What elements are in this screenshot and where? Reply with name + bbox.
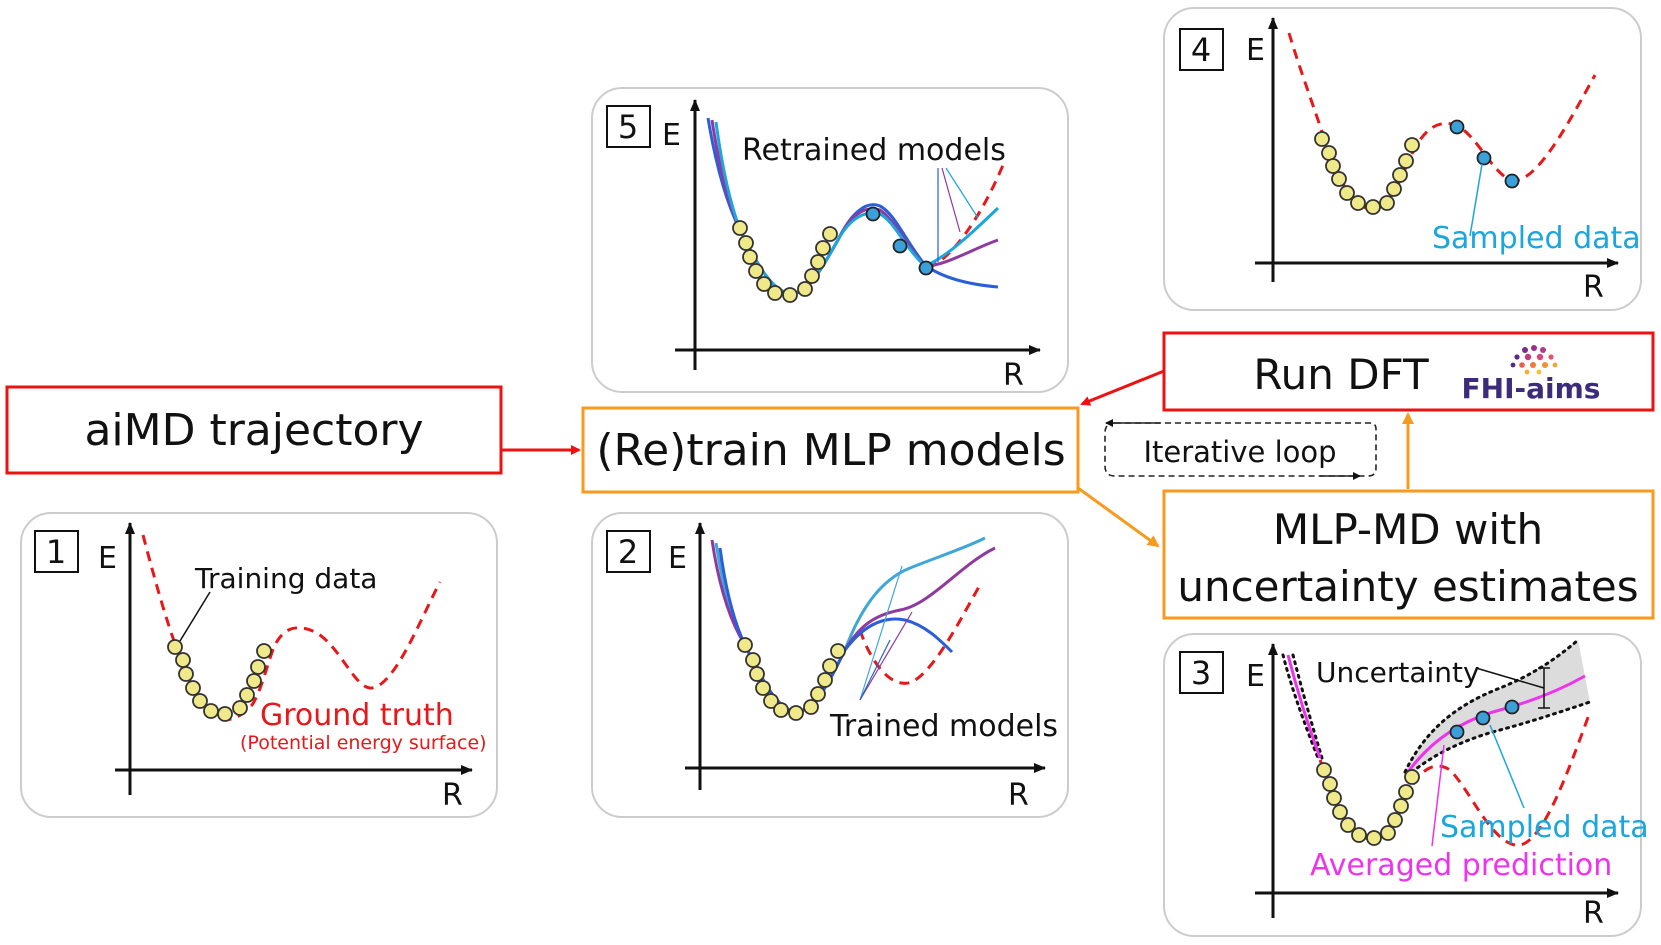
panel-2-axis-e: E xyxy=(668,541,687,576)
run-dft-label: Run DFT xyxy=(1253,350,1429,399)
panel-3-uncertainty-label: Uncertainty xyxy=(1316,656,1480,689)
panel-3-lower-bound xyxy=(1410,700,1592,774)
aimd-trajectory-box: aiMD trajectory xyxy=(5,385,503,475)
panel-3-axis-e: E xyxy=(1246,659,1265,694)
panel-2-pointer-2 xyxy=(859,611,913,701)
panel-4-training-beads xyxy=(1314,131,1420,215)
panel-4-axis-e: E xyxy=(1246,33,1265,68)
panel-4-sampled-beads xyxy=(1449,119,1520,189)
panel-2-training-beads xyxy=(737,637,846,721)
panel-1-truth-sublabel: (Potential energy surface) xyxy=(240,732,487,754)
panel-3-left-upper-bound xyxy=(1281,653,1320,760)
panel-2-pointer-1 xyxy=(859,565,903,701)
mlp-md-label-line1: MLP-MD with xyxy=(1273,505,1543,554)
panel-1-axis-r: R xyxy=(442,778,463,813)
panel-4-axis-r: R xyxy=(1583,270,1604,305)
iterative-loop-box: Iterative loop xyxy=(1104,419,1377,480)
arrow-dft-to-retrain xyxy=(1080,369,1165,406)
panel-5: 5 E R Retrained mo xyxy=(591,87,1069,393)
panel-2-number: 2 xyxy=(618,533,638,571)
panel-5-axis-r: R xyxy=(1003,358,1024,393)
panel-3-sampled-beads xyxy=(1449,699,1520,740)
panel-4-sampled-pointer xyxy=(1469,163,1483,237)
panel-2-pointer-3 xyxy=(859,639,891,701)
panel-1: 1 E R Training data Ground truth (Potent… xyxy=(20,512,498,818)
panel-2-models-label: Trained models xyxy=(829,709,1058,744)
panel-3-axis-r: R xyxy=(1583,896,1604,931)
aimd-trajectory-label: aiMD trajectory xyxy=(84,405,423,456)
panel-3-left-prediction xyxy=(1286,654,1322,759)
panel-3-upper-bound xyxy=(1403,638,1580,774)
arrow-retrain-to-mlp-md xyxy=(1077,486,1160,548)
panel-4-sampled-label: Sampled data xyxy=(1432,221,1641,256)
panel-3-averaged-label: Averaged prediction xyxy=(1310,848,1612,883)
panel-4-number: 4 xyxy=(1191,31,1211,69)
retrain-box: (Re)train MLP models xyxy=(581,406,1080,494)
panel-1-truth-label: Ground truth xyxy=(260,698,454,733)
panel-5-axis-e: E xyxy=(662,118,681,153)
panel-5-number: 5 xyxy=(618,108,638,146)
panel-3-averaged-pointer xyxy=(1431,744,1445,847)
panel-3-training-beads xyxy=(1316,762,1420,846)
panel-1-number: 1 xyxy=(46,533,66,571)
panel-5-sampled-beads xyxy=(865,206,934,276)
panel-2: 2 E R Trained models xyxy=(591,512,1069,818)
panel-3-number: 3 xyxy=(1191,654,1211,692)
run-dft-box: Run DFT xyxy=(1162,331,1655,412)
panel-1-axis-e: E xyxy=(98,541,117,576)
panel-5-pointer-3 xyxy=(945,167,979,219)
mlp-md-label-line2: uncertainty estimates xyxy=(1177,562,1638,611)
panel-3-sampled-pointer xyxy=(1489,724,1525,809)
fhi-aims-logo: FHI-aims xyxy=(1462,345,1601,405)
iterative-loop-label: Iterative loop xyxy=(1143,435,1336,469)
panel-1-training-label: Training data xyxy=(194,562,377,595)
panel-5-pointer-2 xyxy=(941,167,961,233)
panel-3-uncertainty-pointer xyxy=(1475,667,1545,689)
fhi-aims-logo-text: FHI-aims xyxy=(1462,372,1601,405)
panel-5-training-beads xyxy=(732,220,838,303)
mlp-md-box: MLP-MD with uncertainty estimates xyxy=(1162,489,1655,620)
panel-5-retrained-label: Retrained models xyxy=(742,133,1006,168)
panel-2-axis-r: R xyxy=(1008,778,1029,813)
panel-3-sampled-label: Sampled data xyxy=(1440,810,1649,845)
panel-3: 3 E R xyxy=(1163,633,1649,937)
retrain-label: (Re)train MLP models xyxy=(596,425,1065,476)
panel-1-training-beads xyxy=(167,639,272,722)
fhi-aims-logo-dots xyxy=(1510,345,1558,375)
panel-4: 4 E R Sampled data xyxy=(1163,7,1642,311)
panel-1-training-pointer xyxy=(179,591,211,642)
panel-3-averaged-prediction-curve xyxy=(1406,674,1586,773)
